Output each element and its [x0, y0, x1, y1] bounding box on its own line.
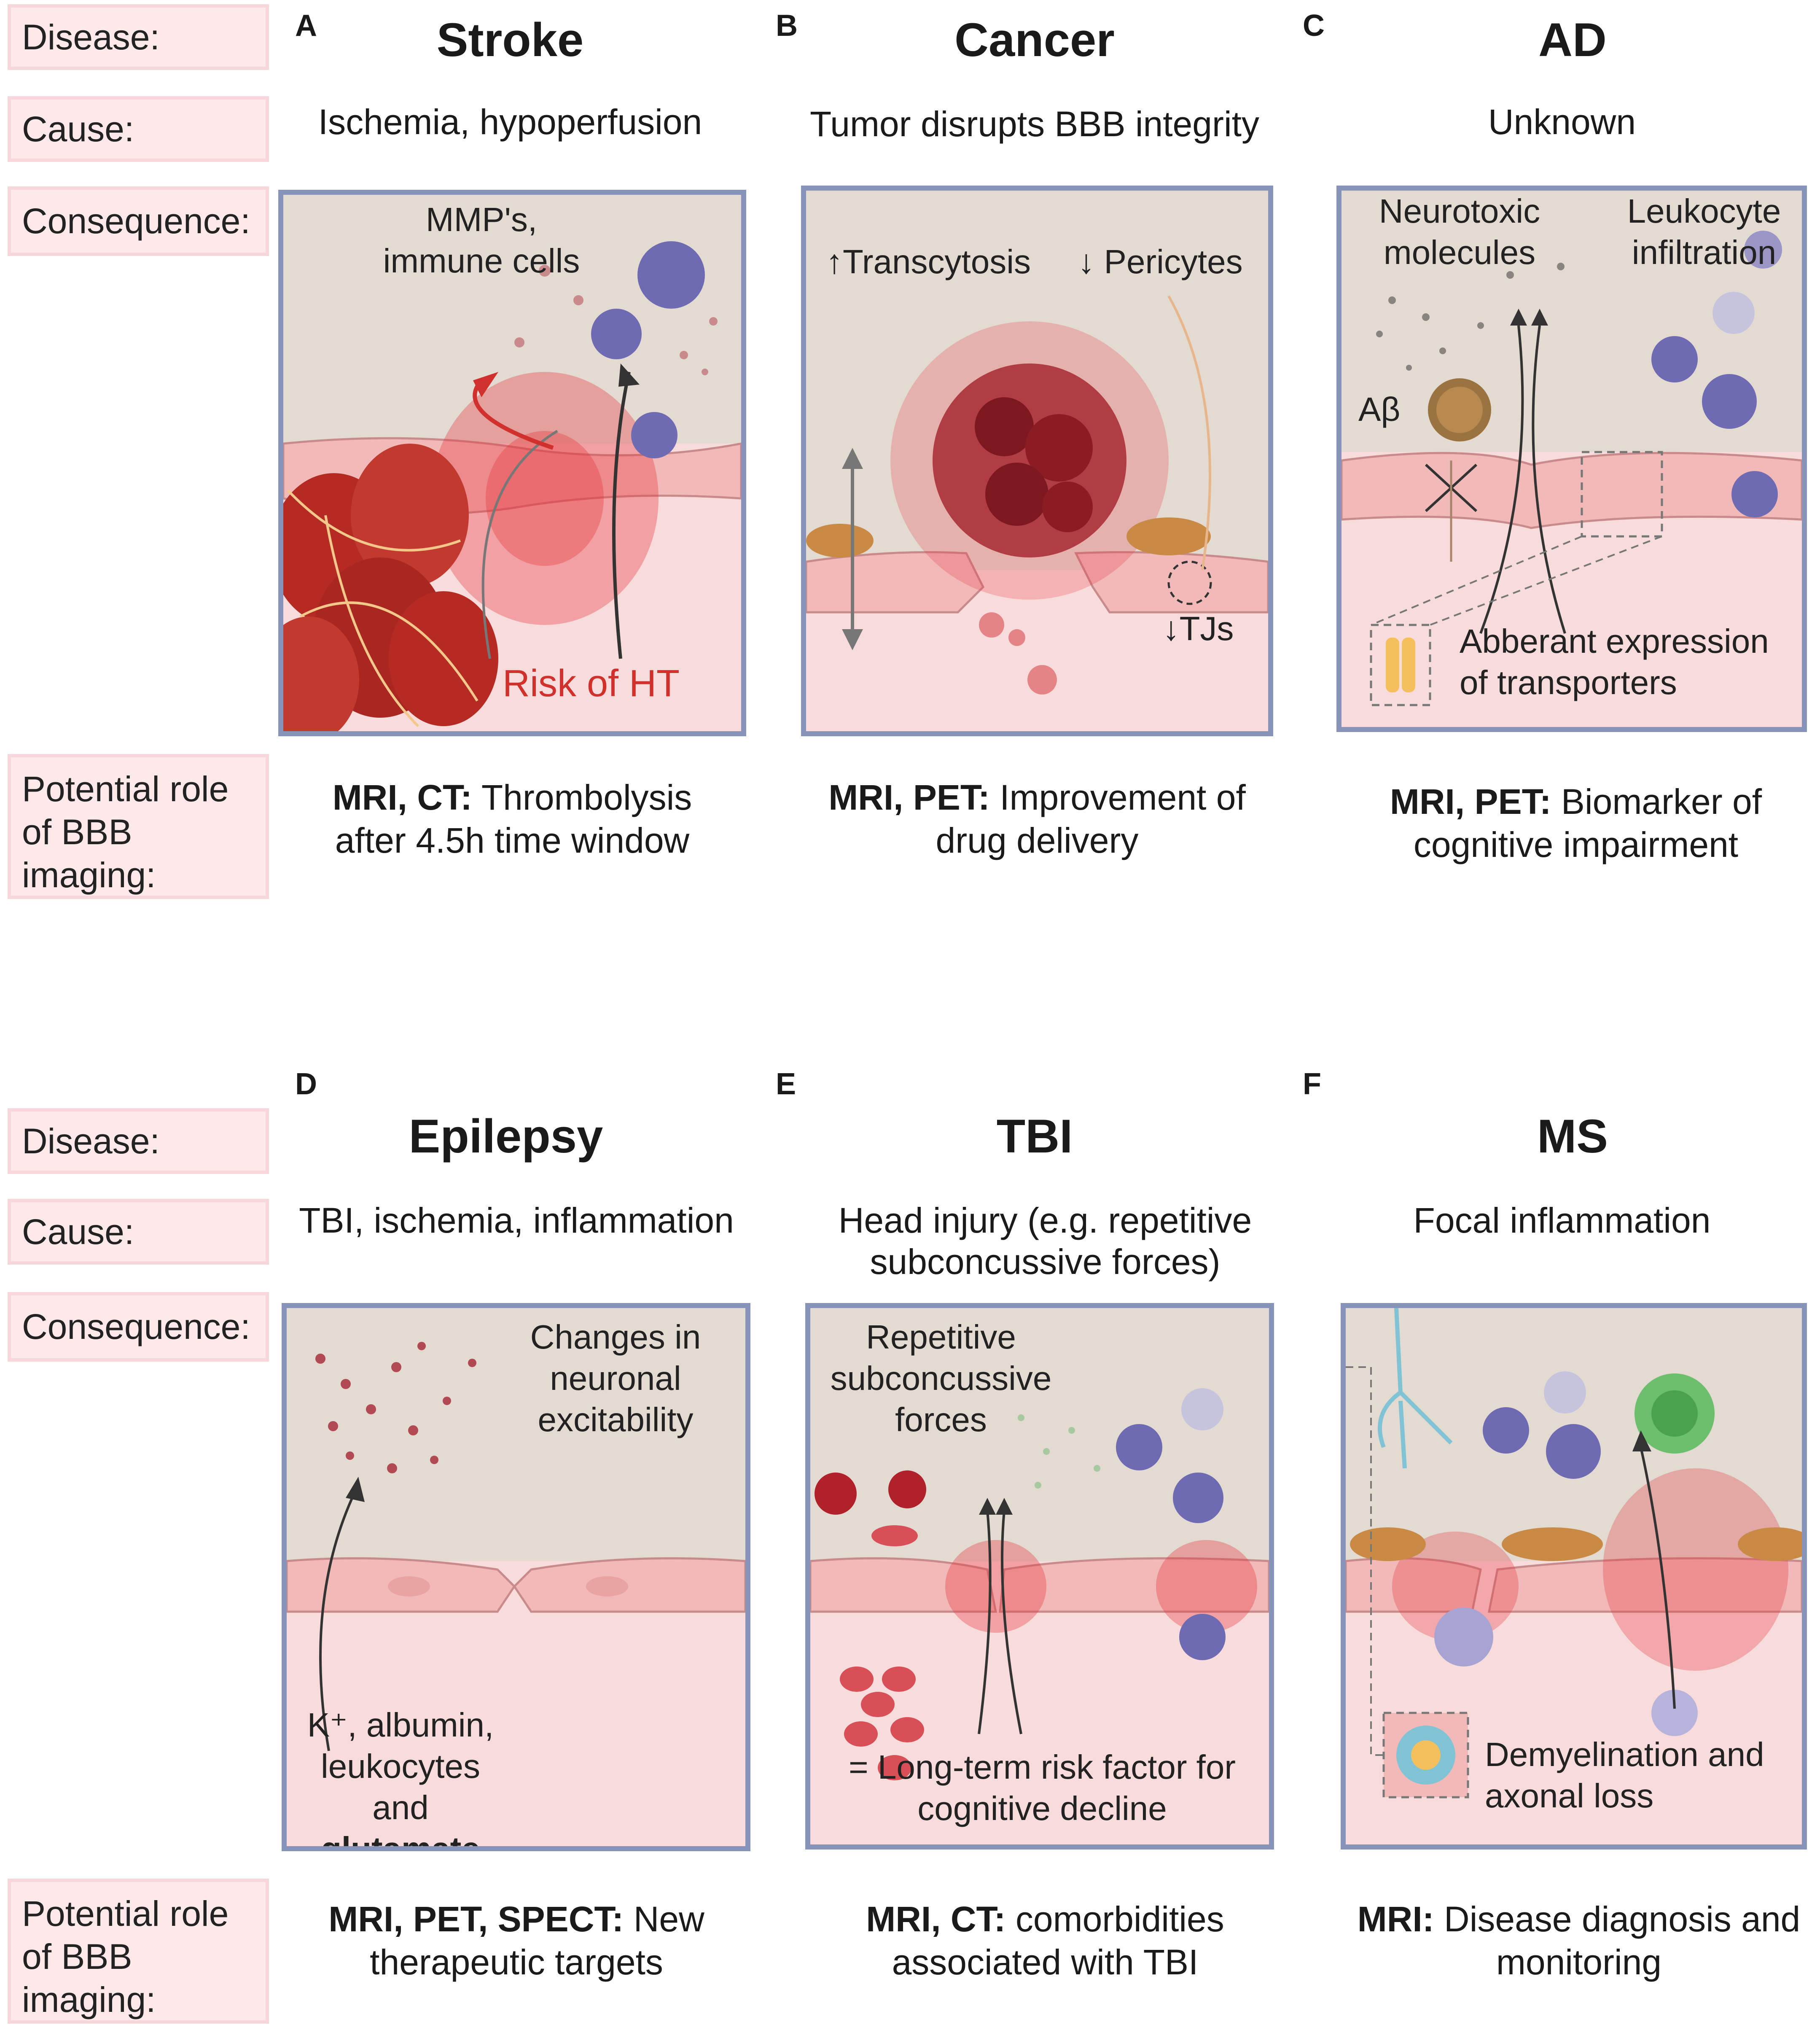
- panel-letter-a: A: [295, 9, 317, 43]
- ms-illustration: [1346, 1308, 1802, 1844]
- panel-ms: Demyelination and axonal loss: [1341, 1303, 1807, 1850]
- stroke-risk-ht-text: Risk of HT: [502, 662, 680, 705]
- tumor-icon: [890, 321, 1169, 600]
- role-ms-line2: monitoring: [1496, 1942, 1662, 1982]
- role-ms: MRI: Disease diagnosis and monitoring: [1341, 1898, 1817, 1984]
- role-ad-rest: Biomarker of: [1551, 782, 1762, 821]
- role-ad: MRI, PET: Biomarker of cognitive impairm…: [1341, 780, 1811, 866]
- role-epilepsy-rest: New: [624, 1899, 704, 1939]
- panel-letter-c: C: [1303, 9, 1325, 43]
- tbi-risk-text: = Long-term risk factor for cognitive de…: [848, 1748, 1236, 1827]
- row-label-consequence-bottom: Consequence:: [8, 1292, 269, 1362]
- role-ad-line2: cognitive impairment: [1413, 825, 1739, 864]
- transporter-icon: [1386, 638, 1415, 692]
- panel-letter-f: F: [1303, 1067, 1321, 1101]
- role-tbi: MRI, CT: comorbidities associated with T…: [803, 1898, 1288, 1984]
- pericyte-icon: [1350, 1527, 1802, 1561]
- neuron-icon: [1378, 1308, 1453, 1469]
- cancer-pericytes-text: ↓ Pericytes: [1078, 243, 1243, 280]
- row-label-disease-top: Disease:: [8, 4, 269, 70]
- panel-title-tbi: TBI: [996, 1110, 1073, 1163]
- cause-stroke: Ischemia, hypoperfusion: [318, 102, 702, 142]
- immune-cell-icon: [1116, 1388, 1226, 1660]
- role-stroke-rest: Thrombolysis: [472, 778, 692, 817]
- epilepsy-leak-plain: K⁺, albumin, leukocytes and: [307, 1706, 494, 1826]
- role-stroke-bold: MRI, CT:: [332, 778, 472, 817]
- role-ms-rest: Disease diagnosis and: [1434, 1899, 1801, 1939]
- immune-cell-icon: [1434, 1371, 1698, 1736]
- stroke-illustration: [283, 241, 741, 731]
- epilepsy-glutamate: glutamate: [321, 1830, 480, 1851]
- cancer-transcytosis-text: ↑Transcytosis: [825, 243, 1031, 280]
- cause-ad: Unknown: [1488, 102, 1636, 142]
- role-epilepsy-bold: MRI, PET, SPECT:: [328, 1899, 624, 1939]
- immune-cell-icon: [1651, 231, 1782, 517]
- panel-title-ad: AD: [1538, 13, 1607, 66]
- row-label-consequence-top: Consequence:: [8, 186, 269, 256]
- role-ms-bold: MRI:: [1357, 1899, 1434, 1939]
- epilepsy-illustration: [287, 1342, 745, 1846]
- row-label-cause-top: Cause:: [8, 96, 269, 162]
- row-label-cause-bottom: Cause:: [8, 1199, 269, 1265]
- panel-tbi: Repetitive subconcussive forces = Long-t…: [805, 1303, 1274, 1850]
- row-label-role-bottom: Potential role of BBB imaging:: [8, 1879, 269, 2024]
- amyloid-icon: [1428, 378, 1491, 442]
- cause-ms: Focal inflammation: [1413, 1201, 1711, 1240]
- row-label-disease-bottom: Disease:: [8, 1108, 269, 1174]
- role-tbi-line2: associated with TBI: [892, 1942, 1199, 1982]
- tbi-forces-text: Repetitive subconcussive forces: [830, 1318, 1052, 1438]
- immune-cell-icon: [591, 241, 705, 458]
- ad-neurotoxic-text: Neurotoxic molecules: [1379, 192, 1540, 271]
- row-label-role-top: Potential role of BBB imaging:: [8, 754, 269, 899]
- ad-leukocyte-text: Leukocyte infiltration: [1627, 192, 1781, 271]
- panel-title-stroke: Stroke: [436, 13, 584, 66]
- role-epilepsy: MRI, PET, SPECT: New therapeutic targets: [278, 1898, 755, 1984]
- ad-abeta-text: Aβ: [1358, 390, 1401, 428]
- role-cancer: MRI, PET: Improvement of drug delivery: [784, 776, 1290, 862]
- stroke-mmp-text: MMP's, immune cells: [383, 201, 580, 280]
- role-epilepsy-line2: therapeutic targets: [370, 1942, 663, 1982]
- role-cancer-bold: MRI, PET:: [828, 778, 990, 817]
- role-tbi-rest: comorbidities: [1005, 1899, 1224, 1939]
- cause-epilepsy: TBI, ischemia, inflammation: [299, 1201, 734, 1240]
- pericyte-icon: [806, 517, 1211, 557]
- panel-letter-b: B: [776, 9, 798, 43]
- role-cancer-line2: drug delivery: [936, 821, 1139, 860]
- cancer-illustration: [806, 295, 1268, 731]
- panel-cancer: ↑Transcytosis ↓ Pericytes ↓TJs: [801, 186, 1273, 736]
- role-stroke-line2: after 4.5h time window: [335, 821, 690, 860]
- role-ad-bold: MRI, PET:: [1390, 782, 1551, 821]
- epilepsy-excitability-text: Changes in neuronal excitability: [530, 1318, 701, 1438]
- role-cancer-rest: Improvement of: [989, 778, 1246, 817]
- role-stroke: MRI, CT: Thrombolysis after 4.5h time wi…: [278, 776, 746, 862]
- panel-title-ms: MS: [1537, 1110, 1608, 1163]
- cause-tbi: Head injury (e.g. repetitive subconcussi…: [838, 1201, 1252, 1282]
- panel-epilepsy: Changes in neuronal excitability K⁺, alb…: [282, 1303, 750, 1851]
- role-tbi-bold: MRI, CT:: [866, 1899, 1006, 1939]
- epilepsy-leak-text: K⁺, albumin, leukocytes and glutamate: [291, 1704, 510, 1851]
- myelinated-axon-icon: [1396, 1726, 1455, 1785]
- panel-title-cancer: Cancer: [954, 13, 1115, 66]
- ms-demyelination-text: Demyelination and axonal loss: [1485, 1736, 1764, 1815]
- red-blood-cell-icon: [283, 444, 498, 731]
- ad-illustration: [1341, 231, 1802, 727]
- cancer-tjs-text: ↓TJs: [1162, 610, 1234, 647]
- tbi-illustration: [810, 1388, 1269, 1844]
- panel-letter-d: D: [295, 1067, 317, 1101]
- ad-transporters-text: Abberant expression of transporters: [1460, 622, 1769, 701]
- panel-letter-e: E: [776, 1067, 796, 1101]
- panel-title-epilepsy: Epilepsy: [409, 1110, 603, 1163]
- red-blood-cell-icon: [815, 1470, 926, 1780]
- panel-ad: Neurotoxic molecules Leukocyte infiltrat…: [1336, 186, 1807, 732]
- cause-cancer: Tumor disrupts BBB integrity: [810, 104, 1259, 144]
- panel-stroke: MMP's, immune cells Risk of HT: [278, 190, 746, 736]
